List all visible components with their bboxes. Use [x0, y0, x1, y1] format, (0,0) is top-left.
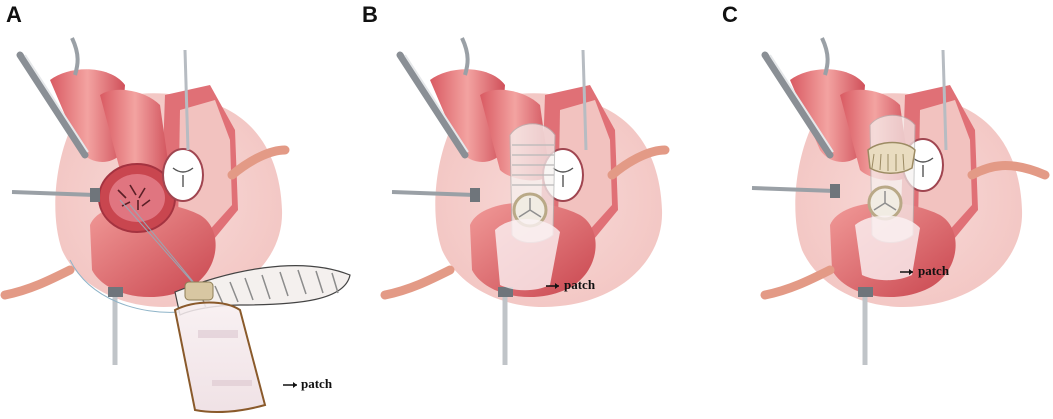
aorta-right-a: [100, 89, 170, 181]
panel-letter-a: A: [6, 2, 22, 27]
patch-label-c: patch: [918, 263, 950, 278]
vessel-a: [227, 145, 290, 180]
patch-b: [495, 218, 560, 291]
valve-ring-c: [867, 141, 916, 174]
patch-label-a: patch: [301, 376, 333, 391]
patch-c: [855, 215, 920, 281]
patch-a: [173, 301, 267, 414]
panel-b: [380, 37, 670, 365]
patch-label-b: patch: [564, 277, 596, 292]
panel-c: [751, 37, 1050, 365]
panel-letter-b: B: [362, 2, 378, 27]
panel-a: [0, 37, 351, 414]
panel-letter-c: C: [722, 2, 738, 27]
